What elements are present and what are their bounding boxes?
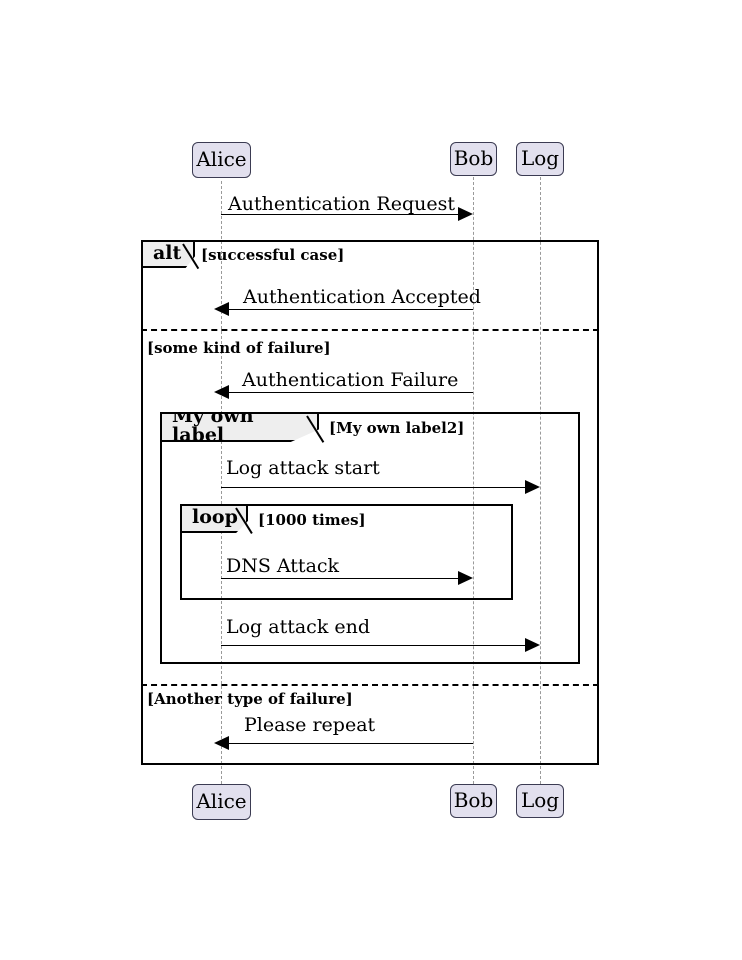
arrowhead-left-icon xyxy=(214,385,229,399)
message-line-authentication-failure xyxy=(228,392,473,393)
participant-alice-bottom[interactable]: Alice xyxy=(192,784,251,820)
participant-log[interactable]: Log xyxy=(516,142,564,176)
fragment-guard-another-type-of-failure: [Another type of failure] xyxy=(147,690,353,708)
arrowhead-left-icon xyxy=(214,302,229,316)
lifeline-bob xyxy=(473,177,474,784)
fragment-guard-1000-times: [1000 times] xyxy=(258,511,366,529)
message-line-log-attack-start xyxy=(221,487,526,488)
fragment-guard-some-kind-of-failure: [some kind of failure] xyxy=(147,339,331,357)
fragment-guard-my-own-label2: [My own label2] xyxy=(329,419,465,437)
message-label-authentication-failure: Authentication Failure xyxy=(242,369,459,391)
arrowhead-right-icon xyxy=(458,207,473,221)
fragment-operator-my-own-label: My own label xyxy=(162,414,319,442)
fragment-separator-2 xyxy=(141,684,599,686)
message-label-authentication-request: Authentication Request xyxy=(228,193,455,215)
fragment-loop xyxy=(180,504,513,600)
arrowhead-left-icon xyxy=(214,736,229,750)
message-label-authentication-accepted: Authentication Accepted xyxy=(243,286,481,308)
message-label-please-repeat: Please repeat xyxy=(244,714,376,736)
message-line-dns-attack xyxy=(221,578,459,579)
arrowhead-right-icon xyxy=(525,480,540,494)
arrowhead-right-icon xyxy=(525,638,540,652)
participant-log-bottom[interactable]: Log xyxy=(516,784,564,818)
message-line-authentication-accepted xyxy=(228,309,473,310)
arrowhead-right-icon xyxy=(458,571,473,585)
participant-alice[interactable]: Alice xyxy=(192,142,251,178)
fragment-guard-successful-case: [successful case] xyxy=(201,246,345,264)
message-line-log-attack-end xyxy=(221,645,526,646)
message-label-dns-attack: DNS Attack xyxy=(226,555,340,577)
lifeline-alice xyxy=(221,181,222,784)
fragment-operator-loop: loop xyxy=(182,506,248,533)
lifeline-log xyxy=(540,177,541,784)
message-line-please-repeat xyxy=(228,743,473,744)
fragment-my-own-label xyxy=(160,412,580,664)
participant-bob-bottom[interactable]: Bob xyxy=(450,784,497,818)
message-label-log-attack-end: Log attack end xyxy=(226,616,371,638)
message-line-authentication-request xyxy=(221,214,459,215)
message-label-log-attack-start: Log attack start xyxy=(226,457,380,479)
fragment-separator-1 xyxy=(141,329,599,331)
fragment-operator-alt: alt xyxy=(143,242,195,268)
participant-bob[interactable]: Bob xyxy=(450,142,497,176)
fragment-alt xyxy=(141,240,599,765)
